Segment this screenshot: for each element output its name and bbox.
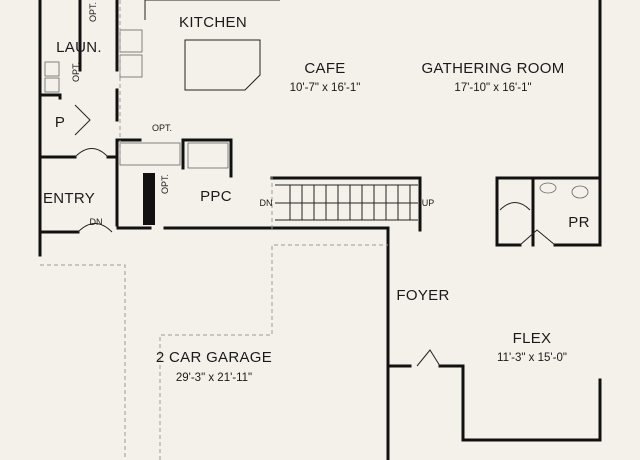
gathering-room-label: GATHERING ROOM — [421, 60, 564, 77]
ppc-label: PPC — [200, 188, 232, 205]
garage-size: 29'-3" x 21'-11" — [176, 372, 252, 384]
cafe-size: 10'-7" x 16'-1" — [290, 82, 361, 94]
powder-room-label: PR — [568, 214, 589, 231]
gathering-room-size: 17'-10" x 16'-1" — [454, 82, 531, 94]
sink — [539, 182, 557, 194]
pantry-label: P — [55, 114, 65, 131]
stairs — [275, 184, 418, 221]
stairs-down-label: DN — [260, 198, 273, 208]
notes: OPT. OPT. OPT. OPT. DN UP DN — [71, 2, 434, 227]
entry-label: ENTRY — [43, 190, 95, 207]
laundry-label: LAUN. — [56, 39, 102, 56]
opt-ppc-note: OPT. — [160, 174, 170, 194]
toilet — [571, 185, 589, 199]
flex-label: FLEX — [513, 330, 552, 347]
kitchen-label: KITCHEN — [179, 14, 247, 31]
garage-label: 2 CAR GARAGE — [156, 349, 272, 366]
kitchen-island — [184, 39, 261, 91]
foyer-label: FOYER — [396, 287, 449, 304]
opt-kitchen-note: OPT. — [152, 123, 172, 133]
flex-size: 11'-3" x 15'-0" — [497, 352, 567, 364]
fixtures — [44, 0, 589, 367]
walls — [38, 0, 602, 460]
dryer — [44, 77, 60, 93]
opt-side-note: OPT. — [71, 62, 81, 82]
cafe-label: CAFE — [304, 60, 345, 77]
opt-laundry-note: OPT. — [88, 2, 98, 22]
washer — [44, 61, 60, 77]
room-labels: KITCHEN LAUN. P CAFE 10'-7" x 16'-1" GAT… — [43, 14, 589, 384]
stairs-up-label: UP — [422, 198, 435, 208]
entry-down-label: DN — [90, 217, 103, 227]
garage-outline — [40, 0, 388, 460]
